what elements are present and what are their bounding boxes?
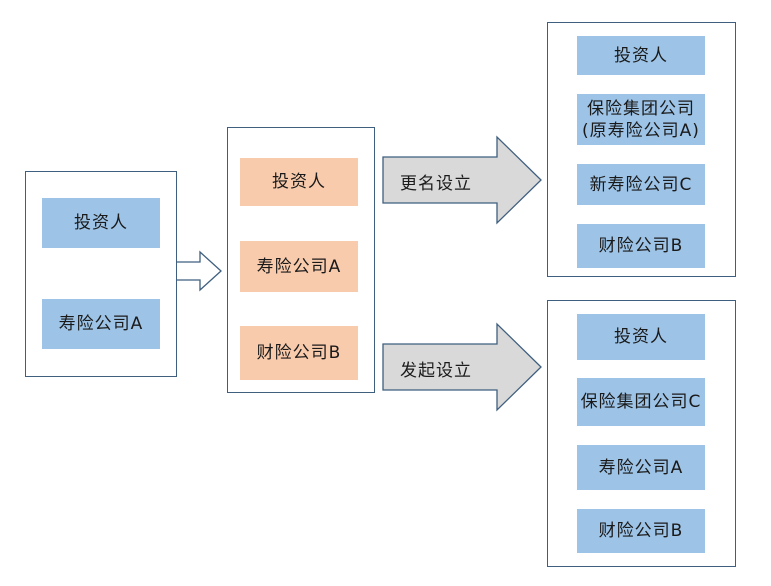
rb-node-investor: 投资人 — [577, 314, 705, 360]
big-arrow-top — [382, 135, 542, 225]
rb-node-property-insurer-b: 财险公司B — [577, 509, 705, 553]
left-node-life-insurer-a: 寿险公司A — [42, 299, 160, 349]
left-node-investor: 投资人 — [42, 198, 160, 248]
rt-node-property-insurer-b: 财险公司B — [577, 224, 705, 268]
rt-node-investor: 投资人 — [577, 36, 705, 75]
rt-node-insurance-group: 保险集团公司 (原寿险公司A) — [577, 94, 705, 145]
rt-node-insurance-group-line2: (原寿险公司A) — [582, 120, 700, 141]
middle-node-investor: 投资人 — [240, 158, 358, 206]
big-arrow-bottom — [382, 322, 542, 412]
middle-node-property-insurer-b: 财险公司B — [240, 326, 358, 380]
big-arrow-top-label: 更名设立 — [400, 174, 472, 194]
big-arrow-bottom-label: 发起设立 — [400, 361, 472, 381]
middle-node-life-insurer-a: 寿险公司A — [240, 241, 358, 292]
rt-node-insurance-group-line1: 保险集团公司 — [587, 98, 695, 119]
hollow-arrow — [174, 250, 222, 292]
rb-node-life-insurer-a: 寿险公司A — [577, 445, 705, 490]
rt-node-new-life-insurer-c: 新寿险公司C — [577, 164, 705, 205]
rb-node-insurance-group-c: 保险集团公司C — [577, 378, 705, 426]
